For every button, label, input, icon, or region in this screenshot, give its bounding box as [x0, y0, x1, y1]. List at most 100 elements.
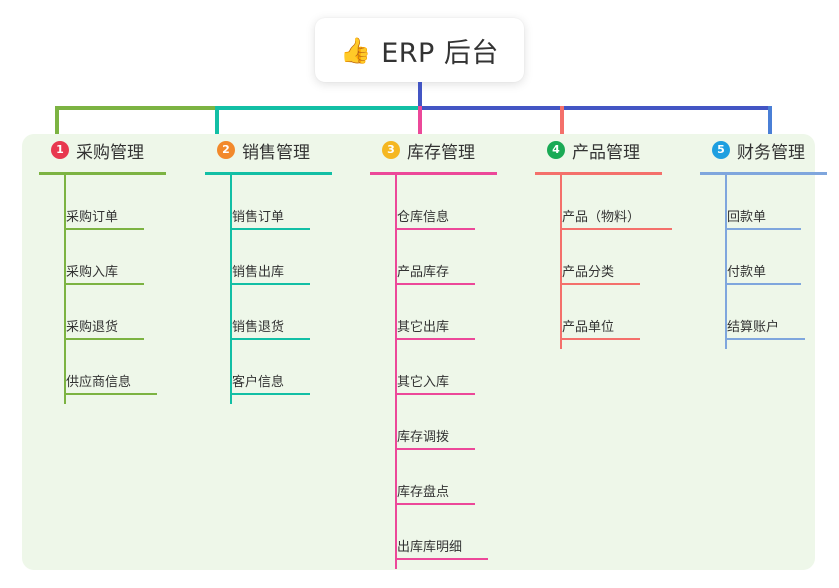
branch-item-label: 其它出库: [397, 320, 450, 335]
branch-title: 采购管理: [76, 142, 144, 163]
branch-column-purchase: 1 采购管理采购订单采购入库采购退货供应商信息: [36, 134, 196, 404]
root-stem-connector: [418, 82, 422, 109]
branch-item[interactable]: 销售出库: [202, 233, 362, 288]
branch-item[interactable]: 产品单位: [532, 288, 692, 343]
branch-item-rule: [725, 228, 801, 230]
branch-item[interactable]: 产品（物料）: [532, 178, 692, 233]
branch-item-rule: [230, 283, 310, 285]
branch-item-rule: [230, 338, 310, 340]
branch-item-rule: [560, 228, 672, 230]
branches-panel: 1 采购管理采购订单采购入库采购退货供应商信息 2 销售管理销售订单销售出库销售退货客…: [22, 134, 827, 570]
branch-item-rule: [395, 448, 475, 450]
branch-item-label: 产品分类: [562, 265, 615, 280]
branch-item[interactable]: 其它出库: [367, 288, 527, 343]
branch-item-rule: [64, 338, 144, 340]
branch-item-rule: [395, 558, 488, 560]
branch-item-list: 仓库信息产品库存其它出库其它入库库存调拨库存盘点出库库明细: [367, 178, 527, 563]
branch-item[interactable]: 采购入库: [36, 233, 196, 288]
branch-item-rule: [560, 283, 640, 285]
branch-item-rule: [395, 503, 475, 505]
branch-item-list: 回款单付款单结算账户: [697, 178, 839, 343]
branch-item-label: 库存盘点: [397, 485, 450, 500]
branch-item[interactable]: 产品分类: [532, 233, 692, 288]
branch-item-rule: [395, 228, 475, 230]
branch-spine: [230, 172, 232, 404]
branch-item-label: 仓库信息: [397, 210, 450, 225]
branch-column-product: 4 产品管理产品（物料） 产品分类产品单位: [532, 134, 692, 349]
branch-title: 库存管理: [407, 142, 475, 163]
branch-item-label: 产品单位: [562, 320, 615, 335]
branch-item[interactable]: 结算账户: [697, 288, 839, 343]
branch-item-list: 采购订单采购入库采购退货供应商信息: [36, 178, 196, 398]
branch-title: 财务管理: [737, 142, 805, 163]
branch-item-label: 出库库明细: [397, 540, 463, 555]
branch-item[interactable]: 库存盘点: [367, 453, 527, 508]
bar-blue: [420, 106, 770, 110]
branch-item-label: 结算账户: [727, 320, 780, 335]
bar-teal: [215, 106, 420, 110]
branch-item-label: 销售出库: [232, 265, 285, 280]
branch-header-inventory[interactable]: 3 库存管理: [367, 134, 527, 166]
branch-number-badge: 1: [51, 141, 69, 159]
branch-item[interactable]: 仓库信息: [367, 178, 527, 233]
branch-item-label: 销售退货: [232, 320, 285, 335]
bar-green: [55, 106, 215, 110]
branch-item-rule: [230, 393, 310, 395]
branch-item-rule: [395, 338, 475, 340]
branch-item-list: 销售订单销售出库销售退货客户信息: [202, 178, 362, 398]
branch-item[interactable]: 其它入库: [367, 343, 527, 398]
thumbs-up-icon: 👍: [340, 35, 372, 65]
branch-item-rule: [725, 283, 801, 285]
branch-column-sales: 2 销售管理销售订单销售出库销售退货客户信息: [202, 134, 362, 404]
branch-title: 产品管理: [572, 142, 640, 163]
branch-spine: [560, 172, 562, 349]
branch-spine: [64, 172, 66, 404]
branch-item-label: 销售订单: [232, 210, 285, 225]
branch-item-rule: [64, 228, 144, 230]
branch-item-label: 采购退货: [66, 320, 119, 335]
branch-item-label: 其它入库: [397, 375, 450, 390]
drop-col-1: [55, 106, 59, 136]
branch-item-label: 客户信息: [232, 375, 285, 390]
branch-title: 销售管理: [242, 142, 310, 163]
drop-col-2: [215, 106, 219, 136]
branch-item[interactable]: 销售退货: [202, 288, 362, 343]
branch-item-label: 采购入库: [66, 265, 119, 280]
branch-item[interactable]: 付款单: [697, 233, 839, 288]
branch-header-rule: [700, 172, 827, 175]
branch-item-rule: [64, 283, 144, 285]
branch-item[interactable]: 供应商信息: [36, 343, 196, 398]
branch-number-badge: 2: [217, 141, 235, 159]
branch-item[interactable]: 采购退货: [36, 288, 196, 343]
branch-item[interactable]: 客户信息: [202, 343, 362, 398]
root-node-card[interactable]: 👍 ERP 后台: [315, 18, 524, 82]
branch-item[interactable]: 出库库明细: [367, 508, 527, 563]
drop-col-3: [418, 106, 422, 136]
branch-item-label: 采购订单: [66, 210, 119, 225]
branch-item[interactable]: 回款单: [697, 178, 839, 233]
branch-number-badge: 3: [382, 141, 400, 159]
branch-number-badge: 4: [547, 141, 565, 159]
root-node-title: ERP 后台: [381, 37, 499, 69]
branch-column-inventory: 3 库存管理仓库信息产品库存其它出库其它入库库存调拨库存盘点出库库明细: [367, 134, 527, 569]
branch-item-rule: [395, 393, 475, 395]
branch-header-sales[interactable]: 2 销售管理: [202, 134, 362, 166]
branch-item[interactable]: 产品库存: [367, 233, 527, 288]
branch-header-rule: [535, 172, 662, 175]
branch-header-product[interactable]: 4 产品管理: [532, 134, 692, 166]
branch-item[interactable]: 库存调拨: [367, 398, 527, 453]
branch-item-rule: [230, 228, 310, 230]
branch-header-purchase[interactable]: 1 采购管理: [36, 134, 196, 166]
branch-item-label: 产品库存: [397, 265, 450, 280]
branch-item[interactable]: 采购订单: [36, 178, 196, 233]
drop-col-4: [560, 106, 564, 136]
branch-spine: [725, 172, 727, 349]
branch-item[interactable]: 销售订单: [202, 178, 362, 233]
branch-spine: [395, 172, 397, 569]
branch-item-label: 供应商信息: [66, 375, 132, 390]
branch-item-label: 库存调拨: [397, 430, 450, 445]
branch-item-rule: [725, 338, 805, 340]
branch-header-rule: [370, 172, 497, 175]
branch-item-rule: [395, 283, 475, 285]
